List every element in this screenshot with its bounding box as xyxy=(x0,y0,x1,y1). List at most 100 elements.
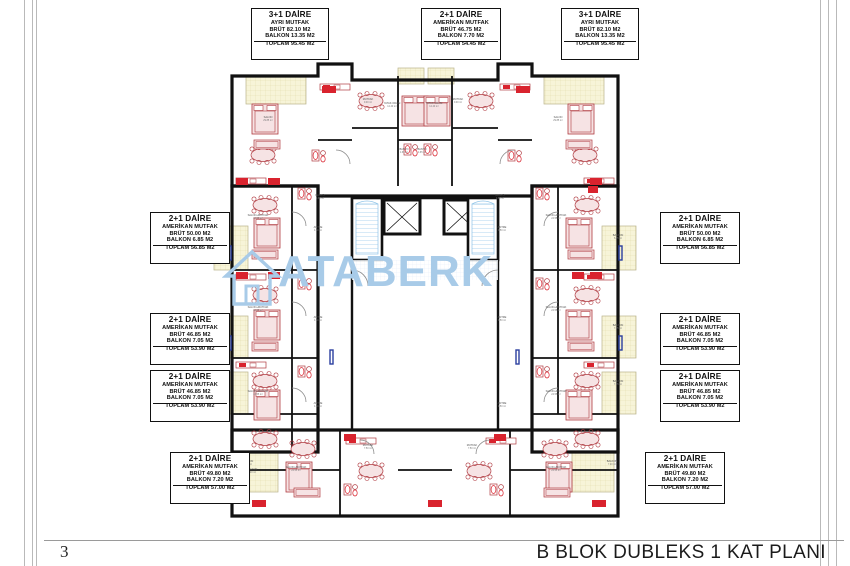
room-label-name: SALON+MUTFAK xyxy=(248,213,269,217)
room-label-name: ANTRE xyxy=(314,225,323,229)
room-label-name: BANYO xyxy=(399,147,408,151)
sheet-frame-line-mid-left xyxy=(32,0,33,566)
room-label-area: 24.55 m² xyxy=(551,309,561,312)
callout-apartment-type: 2+1 DAİRE xyxy=(168,372,212,381)
title-block: 3 B BLOK DUBLEKS 1 KAT PLANI xyxy=(44,540,844,566)
callout-gross-area: BRÜT 46.85 M2 xyxy=(679,331,721,338)
room-label-area: 24.55 m² xyxy=(291,469,301,472)
callout-apartment-type: 2+1 DAİRE xyxy=(439,10,483,19)
callout-apartment-type: 3+1 DAİRE xyxy=(268,10,312,19)
room-label-name: SALON+MUTFAK xyxy=(248,389,269,393)
room-label-area: 4.50 m² xyxy=(314,229,322,232)
callout-gross-area: BRÜT 50.00 M2 xyxy=(679,230,721,237)
callout-gross-area: BRÜT 82.10 M2 xyxy=(269,26,311,33)
stair-core-right xyxy=(466,196,500,262)
room-label-area: 29.85 m² xyxy=(553,119,563,122)
callout-balcony-area: BALKON 7.05 M2 xyxy=(676,338,724,345)
callout-apartment-type: 2+1 DAİRE xyxy=(678,372,722,381)
callout-gross-area: BRÜT 49.80 M2 xyxy=(189,470,231,477)
room-label-area: 24.55 m² xyxy=(551,217,561,220)
room-label-name: SALON+MUTFAK xyxy=(546,465,567,469)
room-label-area: 24.55 m² xyxy=(551,393,561,396)
callout-balcony-area: BALKON 7.05 M2 xyxy=(166,395,214,402)
room-label-area: 7.20 m² xyxy=(248,471,256,474)
stair-core-left xyxy=(350,196,384,262)
room-label-name: BALKON xyxy=(613,379,624,383)
building-core xyxy=(350,196,500,280)
room-label-name: SALON+MUTFAK xyxy=(286,465,307,469)
callout-total-area: TOPLAM 54.45 M2 xyxy=(424,40,498,49)
callout-gross-area: BRÜT 50.00 M2 xyxy=(169,230,211,237)
door-swings xyxy=(291,149,559,455)
callout-balcony-area: BALKON 7.20 M2 xyxy=(186,477,234,484)
callout-total-area: TOPLAM 56.85 M2 xyxy=(153,244,227,253)
room-label-area: 4.50 m² xyxy=(498,229,506,232)
callout-right-middle[interactable]: 2+1 DAİRE AMERİKAN MUTFAK BRÜT 46.85 M2 … xyxy=(660,313,740,365)
callout-gross-area: BRÜT 46.75 M2 xyxy=(440,26,482,33)
callout-left-middle[interactable]: 2+1 DAİRE AMERİKAN MUTFAK BRÜT 46.85 M2 … xyxy=(150,313,230,365)
callout-total-area: TOPLAM 53.90 M2 xyxy=(153,402,227,411)
callout-kitchen-type: AMERİKAN MUTFAK xyxy=(162,223,218,230)
callout-balcony-area: BALKON 13.35 M2 xyxy=(265,33,315,40)
room-label-area: 7.05 m² xyxy=(614,383,622,386)
callout-balcony-area: BALKON 7.05 M2 xyxy=(676,395,724,402)
room-label-name: SALON+MUTFAK xyxy=(546,305,567,309)
callout-left-upper[interactable]: 2+1 DAİRE AMERİKAN MUTFAK BRÜT 50.00 M2 … xyxy=(150,212,230,264)
callout-balcony-area: BALKON 7.70 M2 xyxy=(437,33,485,40)
callout-kitchen-type: AMERİKAN MUTFAK xyxy=(433,19,489,26)
sheet-page-number: 3 xyxy=(60,542,69,561)
callout-right-lower[interactable]: 2+1 DAİRE AMERİKAN MUTFAK BRÜT 46.85 M2 … xyxy=(660,370,740,422)
sheet-frame-line-outer-right xyxy=(836,0,837,566)
callout-gross-area: BRÜT 46.85 M2 xyxy=(169,331,211,338)
sheet-frame-line-outer-left xyxy=(24,0,25,566)
callout-balcony-area: BALKON 13.35 M2 xyxy=(575,33,625,40)
title-block-rule xyxy=(44,540,844,541)
room-label-name: BANYO xyxy=(417,147,426,151)
room-label-name: BALKON xyxy=(607,459,618,463)
callout-bottom-left[interactable]: 2+1 DAİRE AMERİKAN MUTFAK BRÜT 49.80 M2 … xyxy=(170,452,250,504)
callout-kitchen-type: AYRI MUTFAK xyxy=(580,19,620,26)
room-label-name: SALON+MUTFAK xyxy=(546,213,567,217)
callout-total-area: TOPLAM 57.00 M2 xyxy=(648,484,722,493)
room-label-name: ANTRE xyxy=(314,401,323,405)
callout-total-area: TOPLAM 57.00 M2 xyxy=(173,484,247,493)
room-label-name: MUTFAK xyxy=(467,443,478,447)
callout-balcony-area: BALKON 6.85 M2 xyxy=(676,237,724,244)
room-label-name: SALON+MUTFAK xyxy=(546,389,567,393)
room-label-name: BALKON xyxy=(613,233,624,237)
sheet-frame-line-inner-left xyxy=(36,0,37,566)
room-label-area: 4.65 m² xyxy=(418,151,426,154)
room-label-area: 7.50 m² xyxy=(468,447,476,450)
callout-apartment-type: 2+1 DAİRE xyxy=(168,214,212,223)
room-label-name: SALON xyxy=(554,115,563,119)
callout-top-center[interactable]: 2+1 DAİRE AMERİKAN MUTFAK BRÜT 46.75 M2 … xyxy=(421,8,501,60)
callout-total-area: TOPLAM 53.90 M2 xyxy=(663,402,737,411)
room-label-name: MUTFAK xyxy=(453,97,464,101)
room-label-name: BALKON xyxy=(247,467,258,471)
room-label-area: 4.35 m² xyxy=(496,197,504,200)
callout-total-area: TOPLAM 95.45 M2 xyxy=(564,40,636,49)
callout-apartment-type: 2+1 DAİRE xyxy=(678,315,722,324)
room-label-name: YATAK ODASI xyxy=(426,101,443,105)
room-label-area: 12.40 m² xyxy=(387,105,397,108)
room-label-area: 9.00 m² xyxy=(454,101,462,104)
room-label-area: 24.55 m² xyxy=(253,393,263,396)
callout-bottom-right[interactable]: 2+1 DAİRE AMERİKAN MUTFAK BRÜT 49.80 M2 … xyxy=(645,452,725,504)
callout-balcony-area: BALKON 7.05 M2 xyxy=(166,338,214,345)
room-label-area: 24.55 m² xyxy=(253,309,263,312)
callout-total-area: TOPLAM 95.45 M2 xyxy=(254,40,326,49)
room-label-area: 7.20 m² xyxy=(608,463,616,466)
callout-top-left[interactable]: 3+1 DAİRE AYRI MUTFAK BRÜT 82.10 M2 BALK… xyxy=(251,8,329,60)
callout-left-lower[interactable]: 2+1 DAİRE AMERİKAN MUTFAK BRÜT 46.85 M2 … xyxy=(150,370,230,422)
room-label-name: ANTRE xyxy=(498,401,507,405)
room-label-name: SALON+MUTFAK xyxy=(248,305,269,309)
room-label-name: MUTFAK xyxy=(363,443,374,447)
room-label-area: 9.00 m² xyxy=(364,101,372,104)
callout-right-upper[interactable]: 2+1 DAİRE AMERİKAN MUTFAK BRÜT 50.00 M2 … xyxy=(660,212,740,264)
callout-total-area: TOPLAM 53.90 M2 xyxy=(663,345,737,354)
room-label-name: ANTRE xyxy=(498,315,507,319)
callout-kitchen-type: AMERİKAN MUTFAK xyxy=(182,463,238,470)
elevator-shaft-left xyxy=(382,198,422,236)
callout-total-area: TOPLAM 53.90 M2 xyxy=(153,345,227,354)
callout-top-right[interactable]: 3+1 DAİRE AYRI MUTFAK BRÜT 82.10 M2 BALK… xyxy=(561,8,639,60)
